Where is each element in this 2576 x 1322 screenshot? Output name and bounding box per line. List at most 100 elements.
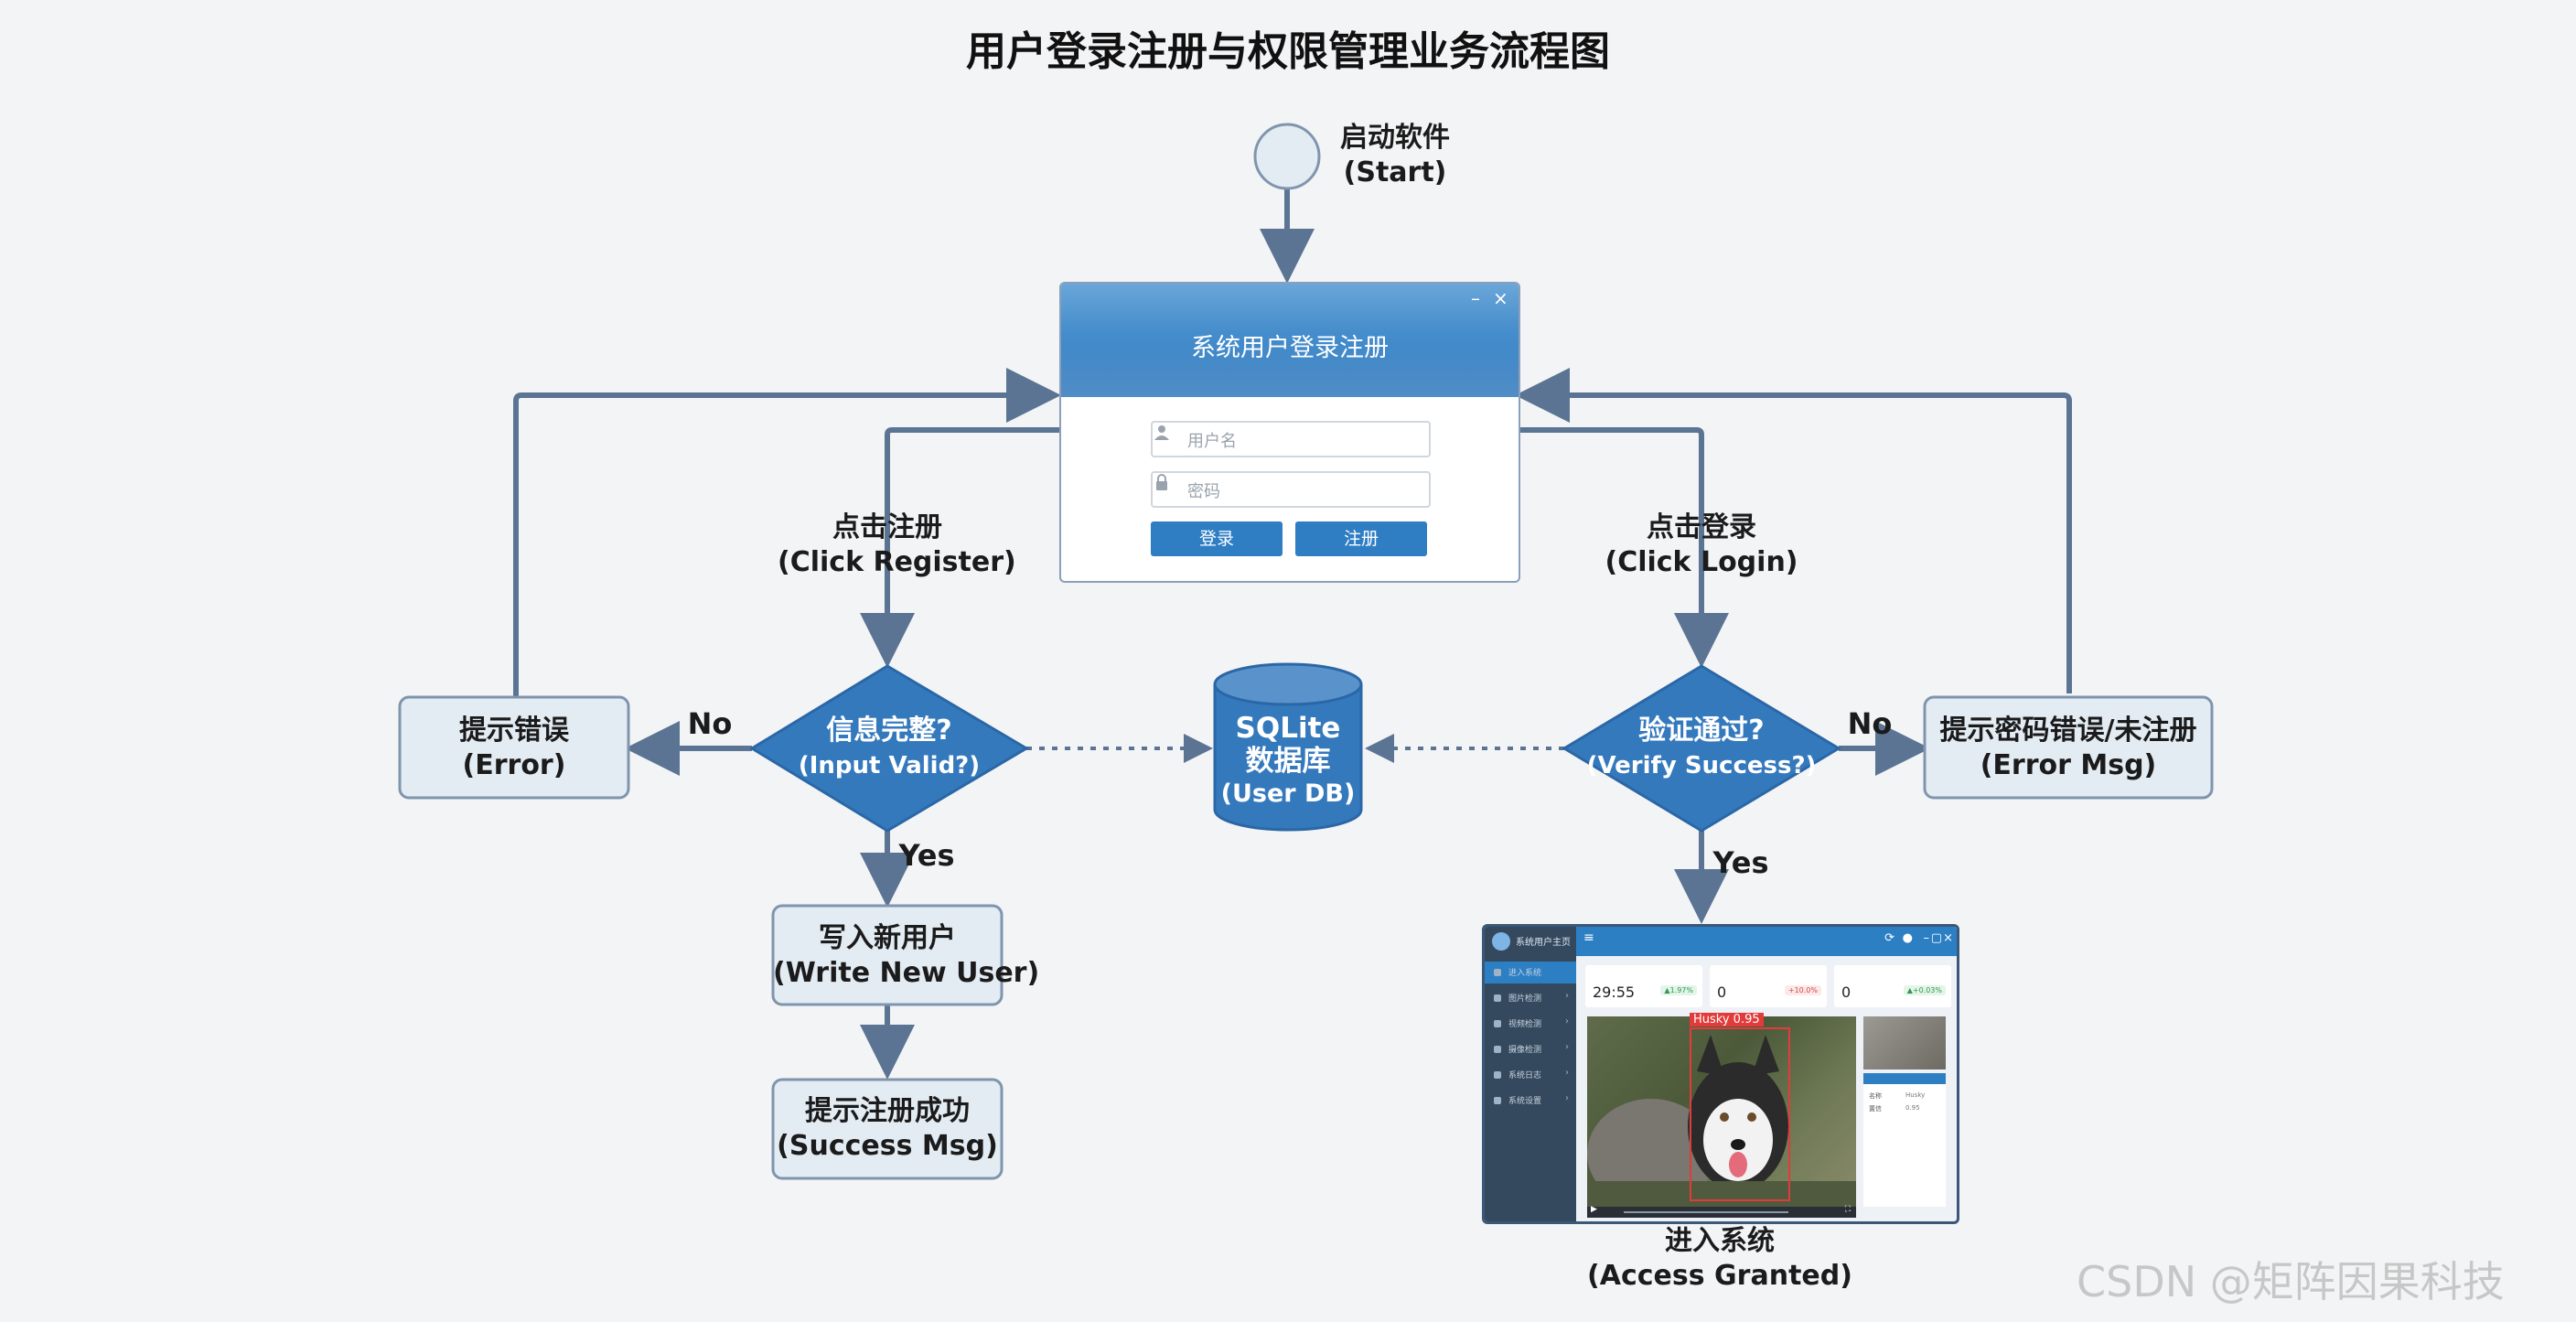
avatar[interactable]: ● [1902, 931, 1913, 945]
maximize-icon[interactable]: ▢ [1930, 931, 1942, 945]
input-valid-label: 信息完整? (Input Valid?) [798, 715, 981, 779]
info-key: 置信 [1869, 1105, 1882, 1112]
sidebar-item[interactable]: 视频检测 › [1485, 1013, 1576, 1035]
info-key: 名称 [1869, 1092, 1882, 1100]
play-icon[interactable]: ▶ [1591, 1205, 1597, 1214]
chevron-right-icon: › [1565, 1042, 1569, 1052]
error-right-box [1923, 695, 2214, 800]
video-player-bar[interactable]: ▶ ⛶ [1587, 1205, 1856, 1218]
detection-box [1690, 1027, 1790, 1201]
register-button[interactable]: 注册 [1295, 521, 1427, 556]
login-window-header: 系统用户登录注册 – × [1061, 284, 1519, 397]
minimize-icon[interactable]: – [1471, 287, 1480, 309]
error-right-label: 提示密码错误/未注册 (Error Msg) [1939, 715, 2197, 781]
menu-item-icon [1494, 994, 1501, 1002]
detection-label: Husky 0.95 [1690, 1013, 1764, 1026]
right-no-label: No [1847, 706, 1893, 741]
chevron-right-icon: › [1565, 991, 1569, 1001]
minimize-icon[interactable]: – [1923, 931, 1930, 945]
click-login-label: 点击登录 (Click Login) [1605, 511, 1798, 578]
sidebar-item-label: 图片检测 [1508, 994, 1542, 1004]
left-yes-label: Yes [898, 838, 955, 873]
click-register-label: 点击注册 (Click Register) [778, 511, 1016, 578]
login-window-title: 系统用户登录注册 [1191, 334, 1389, 362]
stat-value: 0 [1717, 983, 1727, 1001]
error-left-box [398, 695, 630, 800]
error-left-label: 提示错误 (Error) [459, 715, 569, 781]
start-label: 启动软件 (Start) [1340, 122, 1450, 188]
diagram-title: 用户登录注册与权限管理业务流程图 [966, 28, 1610, 75]
stat-card: 0 ▲+0.03% [1834, 965, 1951, 1007]
menu-item-icon [1494, 969, 1501, 976]
success-msg-box [771, 1078, 1004, 1180]
sidebar-item[interactable]: 系统设置 › [1485, 1090, 1576, 1112]
stat-chip: ▲1.97% [1660, 985, 1697, 995]
stat-chip: +10.0% [1784, 985, 1821, 995]
write-user-label: 写入新用户 (Write New User) [773, 922, 1040, 989]
edge-error-right-back [1515, 368, 2072, 693]
menu-item-icon [1494, 1020, 1501, 1027]
stat-card: 29:55 ▲1.97% [1585, 965, 1702, 1007]
left-no-label: No [687, 706, 733, 741]
close-icon[interactable]: × [1493, 287, 1508, 309]
user-icon [1154, 425, 1169, 440]
app-logo-icon [1492, 932, 1510, 951]
stat-value: 29:55 [1593, 983, 1636, 1001]
sidebar-item[interactable]: 摄像检测 › [1485, 1038, 1576, 1060]
sqlite-database [1213, 662, 1363, 832]
dashboard-preview: 系统用户主页 进入系统图片检测›视频检测›摄像检测›系统日志›系统设置› ≡ ⟳… [1482, 924, 1959, 1224]
stat-chip: ▲+0.03% [1903, 985, 1946, 995]
login-window: 系统用户登录注册 – × 用户名 密码 登录 注册 [1059, 282, 1520, 583]
sidebar-item-label: 系统设置 [1508, 1097, 1542, 1106]
menu-icon[interactable]: ≡ [1583, 930, 1594, 945]
sidebar-item-label: 摄像检测 [1508, 1046, 1542, 1055]
sidebar-item-label: 视频检测 [1508, 1020, 1542, 1029]
username-input[interactable]: 用户名 [1151, 421, 1431, 457]
edge-login-to-input-valid [860, 427, 1059, 668]
lock-icon [1156, 474, 1167, 490]
sidebar-item[interactable]: 图片检测 › [1485, 987, 1576, 1009]
database-label: SQLite 数据库 (User DB) [1220, 712, 1356, 808]
stat-card: 0 +10.0% [1710, 965, 1827, 1007]
verify-success-diamond [1562, 664, 1841, 833]
sidebar-item[interactable]: 系统日志 › [1485, 1064, 1576, 1086]
write-user-box [771, 904, 1004, 1006]
edge-login-to-verify [1517, 427, 1729, 668]
chevron-right-icon: › [1565, 1016, 1569, 1026]
info-row: 置信 0.95 [1869, 1104, 1920, 1113]
watermark: CSDN @矩阵因果科技 [2077, 1257, 2505, 1306]
right-yes-label: Yes [1712, 845, 1769, 880]
info-row: 名称 Husky [1869, 1091, 1925, 1101]
input-valid-diamond [749, 664, 1029, 833]
password-input[interactable]: 密码 [1151, 471, 1431, 508]
detection-thumbnail [1863, 1016, 1946, 1069]
sidebar-item-label: 进入系统 [1508, 969, 1542, 978]
dashboard-topbar: ≡ ⟳ ● – ▢ × [1576, 927, 1957, 956]
info-value: Husky [1905, 1091, 1926, 1099]
menu-item-icon [1494, 1071, 1501, 1079]
start-node [1253, 123, 1321, 190]
info-value: 0.95 [1905, 1104, 1920, 1112]
stat-value: 0 [1841, 983, 1852, 1001]
refresh-icon[interactable]: ⟳ [1884, 931, 1894, 945]
sidebar-item[interactable]: 进入系统 [1485, 962, 1576, 983]
fullscreen-icon[interactable]: ⛶ [1844, 1205, 1851, 1214]
chevron-right-icon: › [1565, 1093, 1569, 1103]
sidebar-item-label: 系统日志 [1508, 1071, 1542, 1080]
login-button[interactable]: 登录 [1151, 521, 1283, 556]
verify-success-label: 验证通过? (Verify Success?) [1586, 715, 1817, 779]
husky-illustration [1587, 1035, 1856, 1207]
close-icon[interactable]: × [1943, 931, 1953, 945]
edge-error-left-back [513, 368, 1061, 697]
success-msg-label: 提示注册成功 (Success Msg) [777, 1095, 998, 1162]
dashboard-sidebar: 系统用户主页 进入系统图片检测›视频检测›摄像检测›系统日志›系统设置› [1485, 927, 1576, 1221]
detection-image: Husky 0.95 [1587, 1013, 1856, 1207]
video-progress[interactable] [1624, 1211, 1788, 1213]
menu-item-icon [1494, 1097, 1501, 1104]
access-granted-label: 进入系统 (Access Granted) [1587, 1225, 1852, 1292]
detection-info-panel: 名称 Husky 置信 0.95 [1863, 1073, 1946, 1207]
menu-item-icon [1494, 1046, 1501, 1053]
chevron-right-icon: › [1565, 1068, 1569, 1078]
